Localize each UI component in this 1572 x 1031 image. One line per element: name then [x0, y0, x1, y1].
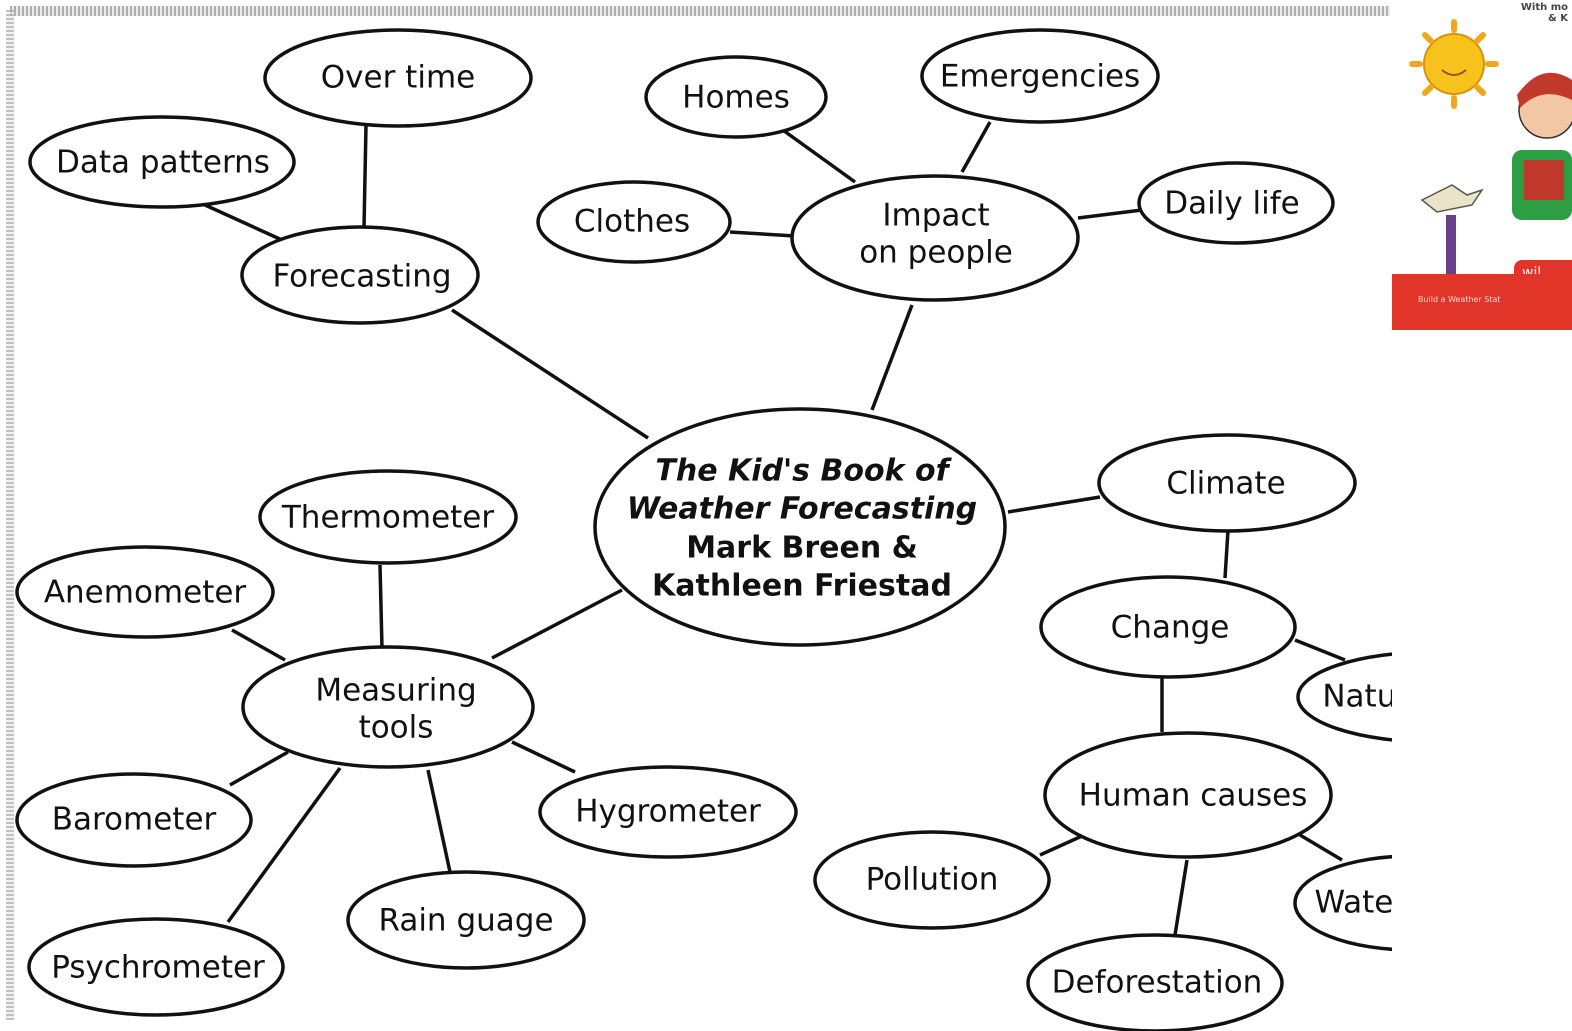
data-patterns-label: Data patterns	[56, 145, 270, 181]
connector-lines	[204, 121, 1346, 936]
link-measuring-barometer	[229, 750, 289, 787]
link-climate-change	[1223, 529, 1230, 579]
climate-node	[1097, 433, 1357, 533]
link-center-impact	[870, 304, 914, 411]
hygrometer-label: Hygrometer	[575, 794, 761, 830]
psychrometer-node	[27, 917, 285, 1017]
water-usage-node	[1293, 854, 1392, 952]
thermometer-node	[258, 469, 518, 565]
link-impact-emergencies	[960, 121, 992, 173]
forecasting-node	[240, 225, 480, 325]
link-human-causes-pollution	[1039, 834, 1083, 857]
emergencies-node	[920, 28, 1160, 124]
impact-node	[790, 174, 1080, 302]
link-change-natural-causes	[1294, 638, 1346, 662]
weather-vane-icon	[1420, 184, 1484, 275]
center-author-line1: Mark Breen &	[686, 531, 918, 566]
rain-gauge-label: Rain guage	[378, 903, 553, 939]
child-character-icon	[1512, 72, 1572, 220]
cover-tagline-line2: & K	[1548, 13, 1568, 24]
measuring-tools-label-line1: Measuring	[315, 673, 476, 709]
measuring-tools-label-line2: tools	[359, 710, 434, 746]
cover-band-text: Build a Weather Stat	[1418, 295, 1501, 304]
rain-gauge-node	[346, 870, 586, 970]
emergencies-label: Emergencies	[940, 59, 1140, 95]
book-cover-thumbnail: With mo & K wil Build a Weather Stat	[1392, 0, 1572, 330]
over-time-label: Over time	[321, 60, 475, 96]
over-time-node	[263, 28, 533, 128]
link-center-forecasting	[451, 308, 649, 440]
clothes-node	[536, 180, 732, 264]
human-causes-node	[1043, 731, 1333, 859]
forecasting-label: Forecasting	[272, 259, 451, 295]
sun-icon	[1409, 19, 1499, 109]
center-title-line1: The Kid's Book of	[655, 454, 952, 489]
daily-life-label: Daily life	[1164, 186, 1300, 222]
scan-border-left	[6, 10, 14, 1020]
link-impact-homes	[778, 126, 857, 184]
homes-node	[644, 55, 828, 139]
barometer-node	[15, 772, 253, 868]
link-measuring-anemometer	[231, 628, 286, 662]
anemometer-label: Anemometer	[44, 575, 247, 611]
pollution-label: Pollution	[866, 862, 999, 898]
node-ellipses	[15, 28, 1392, 1031]
data-patterns-node	[28, 115, 296, 209]
link-impact-daily-life	[1077, 208, 1143, 220]
deforestation-node	[1026, 933, 1284, 1031]
link-impact-clothes	[729, 230, 796, 238]
link-human-causes-deforestation	[1173, 859, 1189, 936]
link-forecasting-over-time	[362, 124, 368, 229]
cover-red-band: Build a Weather Stat	[1392, 274, 1572, 330]
climate-label: Climate	[1166, 466, 1285, 502]
pollution-node	[813, 830, 1051, 930]
clothes-label: Clothes	[574, 204, 690, 240]
barometer-label: Barometer	[52, 802, 217, 838]
change-node	[1039, 575, 1297, 679]
natural-causes-label: Natural causes	[1322, 679, 1392, 715]
hygrometer-node	[538, 765, 798, 859]
link-measuring-psychrometer	[226, 766, 342, 924]
daily-life-node	[1137, 161, 1335, 245]
measuring-tools-node	[241, 645, 535, 769]
link-measuring-hygrometer	[511, 740, 576, 774]
concept-map: The Kid's Book of Weather Forecasting Ma…	[15, 28, 1392, 1031]
impact-label-line1: Impact	[882, 198, 989, 234]
link-measuring-thermometer	[378, 564, 384, 649]
thermometer-label: Thermometer	[281, 500, 495, 536]
cover-tagline-line1: With mo	[1520, 2, 1568, 13]
scan-border-top	[10, 6, 1390, 16]
link-forecasting-data-patterns	[204, 203, 283, 242]
cover-tagline: With mo & K	[1468, 2, 1568, 24]
link-center-measuring	[491, 588, 623, 660]
center-title-line2: Weather Forecasting	[627, 492, 977, 527]
center-node	[593, 407, 1007, 647]
link-center-climate	[1007, 495, 1101, 514]
center-author-line2: Kathleen Friestad	[652, 569, 952, 604]
anemometer-node	[15, 545, 275, 639]
homes-label: Homes	[682, 80, 790, 116]
water-usage-label: Water usage	[1314, 885, 1392, 921]
natural-causes-node	[1296, 652, 1392, 742]
impact-label-line2: on people	[859, 235, 1013, 271]
change-label: Change	[1111, 610, 1230, 646]
human-causes-label: Human causes	[1079, 778, 1308, 814]
link-measuring-rain-gauge	[426, 769, 452, 873]
deforestation-label: Deforestation	[1052, 965, 1263, 1001]
link-human-causes-water-usage	[1299, 833, 1343, 862]
cover-illustration	[1409, 19, 1572, 275]
psychrometer-label: Psychrometer	[51, 950, 265, 986]
